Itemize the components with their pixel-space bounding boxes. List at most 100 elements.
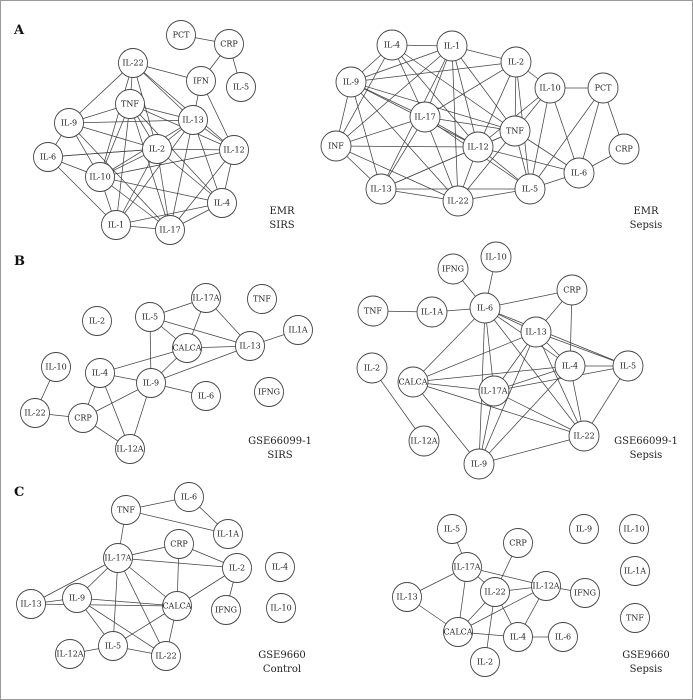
section-letter-a: A bbox=[13, 23, 25, 38]
node-il-12: IL-12 bbox=[219, 135, 249, 165]
edge-calca-il-9 bbox=[412, 381, 480, 465]
node-circle bbox=[563, 157, 595, 189]
node-circle bbox=[469, 292, 501, 324]
node-label: IL-17A bbox=[104, 554, 131, 563]
node-label: IL-12 bbox=[223, 146, 244, 155]
node-circle bbox=[62, 583, 92, 613]
node-label: IL-22 bbox=[447, 197, 468, 206]
node-circle bbox=[503, 528, 533, 558]
node-label: IL-2 bbox=[149, 145, 165, 154]
node-il-13: IL-13 bbox=[235, 331, 265, 361]
node-il-13: IL-13 bbox=[178, 105, 208, 135]
node-label: TNF bbox=[121, 100, 139, 109]
node-label: IL-12A bbox=[410, 437, 437, 446]
node-circle bbox=[437, 514, 467, 544]
node-circle bbox=[409, 101, 441, 133]
node-label: IL-5 bbox=[142, 313, 158, 322]
node-il-5: IL-5 bbox=[98, 631, 128, 661]
node-label: IL-2 bbox=[89, 317, 105, 326]
edge-il-12-il-17 bbox=[169, 149, 235, 231]
panel-caption-line2: SIRS bbox=[267, 450, 292, 461]
node-circle bbox=[569, 514, 599, 544]
edge-il-22-il-9 bbox=[478, 435, 585, 465]
edge-il-13-il-9 bbox=[150, 345, 251, 384]
node-label: IL-13 bbox=[370, 185, 391, 194]
edge-il-6-il-22 bbox=[484, 307, 585, 437]
node-label: IL-13 bbox=[182, 116, 203, 125]
panel-caption-line1: GSE9660 bbox=[622, 650, 670, 661]
edge-il-5-il-13 bbox=[149, 316, 251, 347]
node-circle bbox=[135, 302, 165, 332]
node-circle bbox=[356, 352, 388, 384]
node-il-5: IL-5 bbox=[226, 72, 256, 102]
node-label: IL-10 bbox=[539, 84, 560, 93]
node-il-6: IL-6 bbox=[33, 142, 63, 172]
edge-il-13-calca bbox=[412, 331, 537, 383]
node-il-22: IL-22 bbox=[442, 185, 474, 217]
node-label: TNF bbox=[117, 506, 135, 515]
edge-il-17a-il-22 bbox=[117, 557, 167, 657]
node-label: TNF bbox=[253, 295, 271, 304]
node-pct: PCT bbox=[587, 72, 619, 104]
node-label: IL-10 bbox=[270, 604, 291, 613]
edge-il-1-tnf bbox=[451, 45, 516, 132]
node-il-2: IL-2 bbox=[222, 553, 252, 583]
edge-il-12-il-13 bbox=[380, 146, 479, 190]
node-label: CRP bbox=[563, 286, 581, 295]
edge-il-1-inf bbox=[335, 45, 453, 147]
node-circle bbox=[556, 274, 588, 306]
edge-il-2-il-9 bbox=[350, 61, 517, 83]
node-circle bbox=[320, 130, 352, 162]
node-circle bbox=[392, 582, 422, 612]
panel-caption-line1: GSE66099-1 bbox=[248, 436, 312, 447]
node-label: IL-6 bbox=[198, 392, 214, 401]
node-il-10: IL-10 bbox=[480, 241, 512, 273]
node-label: CRP bbox=[74, 414, 92, 423]
node-circle bbox=[620, 556, 650, 586]
node-circle bbox=[115, 434, 145, 464]
edge-il-2-il-12 bbox=[477, 61, 517, 148]
edge-il-9-il-13 bbox=[68, 119, 194, 124]
node-circle bbox=[118, 48, 148, 78]
node-label: IL-10 bbox=[89, 173, 110, 182]
node-label: IL-9 bbox=[343, 78, 359, 87]
node-il-13: IL-13 bbox=[16, 589, 46, 619]
node-circle bbox=[620, 603, 650, 633]
node-circle bbox=[142, 134, 172, 164]
edge-calca-il-22 bbox=[412, 381, 585, 437]
node-circle bbox=[155, 215, 185, 245]
node-il-2: IL-2 bbox=[500, 46, 532, 78]
edge-il-9-il-2 bbox=[68, 122, 158, 150]
node-il-9: IL-9 bbox=[335, 66, 367, 98]
node-il-12a: IL-12A bbox=[408, 425, 440, 457]
edge-il-17a-il-2 bbox=[117, 557, 238, 569]
node-circle bbox=[226, 72, 256, 102]
node-il-4: IL-4 bbox=[207, 188, 237, 218]
edge-il-9-il-13 bbox=[350, 81, 382, 190]
node-label: IL-9 bbox=[61, 119, 77, 128]
node-circle bbox=[68, 403, 98, 433]
node-circle bbox=[365, 173, 397, 205]
node-tnf: TNF bbox=[499, 115, 531, 147]
node-circle bbox=[85, 162, 115, 192]
node-circle bbox=[357, 295, 389, 327]
edge-il-13-il-5 bbox=[535, 331, 629, 367]
edge-il-2-il-17 bbox=[424, 61, 517, 118]
node-crp: CRP bbox=[214, 29, 244, 59]
node-circle bbox=[164, 529, 194, 559]
node-circle bbox=[265, 552, 295, 582]
node-label: TNF bbox=[506, 127, 524, 136]
node-il-6: IL-6 bbox=[469, 292, 501, 324]
panel-caption-line1: GSE9660 bbox=[258, 650, 306, 661]
node-label: IL-1A bbox=[624, 567, 646, 576]
edge-il-6-il-2 bbox=[47, 148, 158, 158]
node-ifng: IFNG bbox=[437, 253, 469, 285]
node-label: IL-9 bbox=[69, 594, 85, 603]
node-circle bbox=[608, 133, 640, 165]
node-circle bbox=[54, 108, 84, 138]
node-circle bbox=[254, 377, 284, 407]
node-circle bbox=[619, 514, 649, 544]
node-il-4: IL-4 bbox=[503, 622, 533, 652]
